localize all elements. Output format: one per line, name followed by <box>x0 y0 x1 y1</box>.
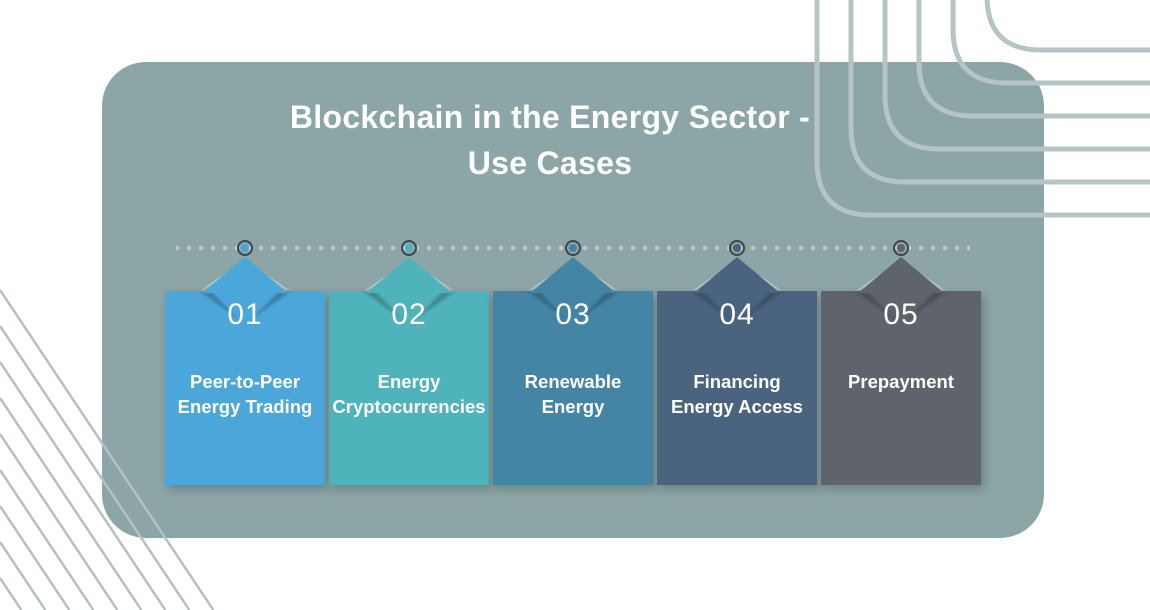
step-label-line: Energy Access <box>671 396 803 417</box>
step-number: 04 <box>719 298 755 331</box>
timeline-marker <box>729 240 745 256</box>
step-label-line: Peer-to-Peer <box>189 371 300 392</box>
step-label-line: Financing <box>693 371 781 392</box>
timeline-marker <box>565 240 581 256</box>
pointer-triangle <box>858 257 944 293</box>
step-number: 03 <box>555 298 591 331</box>
marker-dot <box>897 244 905 252</box>
timeline-marker <box>237 240 253 256</box>
timeline-marker <box>893 240 909 256</box>
pointer-triangle <box>530 257 616 293</box>
pointer-fold-back <box>527 261 619 291</box>
marker-dot <box>405 244 413 252</box>
step-label-line: Prepayment <box>848 371 954 392</box>
pointer-fold-back <box>855 261 947 291</box>
title-line-2: Use Cases <box>467 145 633 181</box>
marker-dot <box>569 244 577 252</box>
timeline-marker <box>401 240 417 256</box>
step-content: 05 Prepayment <box>821 297 981 394</box>
step-label: Prepayment <box>821 369 981 394</box>
pointer-triangle <box>202 257 288 293</box>
step-number: 02 <box>391 298 427 331</box>
pointer-fold-back <box>691 261 783 291</box>
step-card: 05 Prepayment <box>821 257 981 485</box>
step-label-line: Cryptocurrencies <box>332 396 486 417</box>
pointer-triangle <box>694 257 780 293</box>
title-line-1: Blockchain in the Energy Sector - <box>289 99 811 135</box>
pointer-triangle <box>366 257 452 293</box>
infographic-title: Blockchain in the Energy Sector - Use Ca… <box>102 94 998 186</box>
pointer-fold-back <box>363 261 455 291</box>
marker-dot <box>733 244 741 252</box>
pointer-fold-back <box>199 261 291 291</box>
step-label-line: Renewable <box>524 371 622 392</box>
step-label-line: Energy Trading <box>177 396 313 417</box>
step-label-line: Energy <box>377 371 441 392</box>
step-number: 01 <box>227 298 263 331</box>
step-label-line: Energy <box>541 396 605 417</box>
marker-dot <box>241 244 249 252</box>
step-number: 05 <box>883 298 919 331</box>
